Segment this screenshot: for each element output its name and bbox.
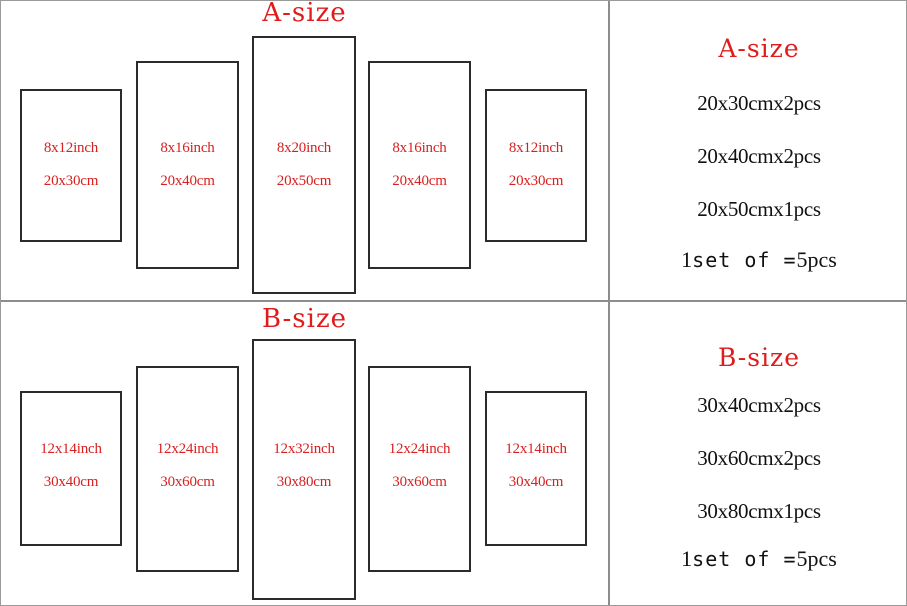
legend-line: 30x60cmx2pcs [697, 446, 821, 470]
panel-label-cm: 30x40cm [508, 474, 564, 490]
canvas-panel: 8x20inch 20x50cm [252, 36, 356, 294]
panel-label-group: 12x14inch 30x40cm [16, 439, 126, 493]
panel-label-group: 8x12inch 20x30cm [16, 138, 126, 192]
legend-line: 20x30cmx2pcs [697, 91, 821, 115]
panel-label-cm: 20x30cm [43, 173, 99, 189]
diagram-title-a: A-size [262, 0, 347, 28]
legend-total-suffix: 5pcs [796, 247, 837, 272]
panel-label-group: 12x24inch 30x60cm [132, 439, 243, 493]
legend-total-suffix: 5pcs [796, 546, 837, 571]
panel-label-inch: 12x24inch [156, 441, 219, 457]
legend-title-a: A-size [718, 34, 800, 63]
panel-diagram-b: B-size 12x14inch 30x40cm 12x24inch 30x60… [1, 302, 608, 605]
canvas-panel: 8x16inch 20x40cm [368, 61, 471, 269]
legend-total-mono: set of = [692, 248, 797, 272]
legend-title-b: B-size [717, 343, 801, 372]
canvas-panel: 8x12inch 20x30cm [20, 89, 122, 242]
panel-label-cm: 20x40cm [392, 173, 447, 189]
panel-label-inch: 8x12inch [508, 140, 564, 156]
legend-total-prefix: 1 [681, 546, 693, 571]
legend-line: 30x40cmx2pcs [697, 393, 821, 417]
panel-label-cm: 30x80cm [276, 474, 332, 490]
panel-label-inch: 12x32inch [273, 441, 335, 457]
panel-label-cm: 30x40cm [43, 474, 99, 490]
legend-total-mono: set of = [692, 547, 797, 571]
panel-diagram-a: A-size 8x12inch 20x30cm 8x16inch 20x40cm… [1, 1, 608, 300]
panel-label-cm: 30x60cm [160, 474, 215, 490]
canvas-panel: 12x14inch 30x40cm [485, 391, 587, 546]
panel-label-group: 12x24inch 30x60cm [364, 439, 475, 493]
canvas-panel: 12x32inch 30x80cm [252, 339, 356, 600]
canvas-panel: 8x16inch 20x40cm [136, 61, 239, 269]
panel-label-cm: 20x50cm [276, 173, 332, 189]
panel-label-group: 8x20inch 20x50cm [248, 138, 360, 192]
vertical-divider [608, 1, 610, 605]
legend-set-total: 1set of =5pcs [610, 247, 906, 273]
legend-pane-a: A-size 20x30cmx2pcs 20x40cmx2pcs 20x50cm… [610, 1, 906, 300]
panel-label-inch: 12x14inch [40, 441, 102, 457]
legend-line: 20x40cmx2pcs [697, 144, 821, 168]
diagram-title-b: B-size [261, 304, 348, 334]
panel-label-inch: 8x20inch [276, 140, 332, 156]
legend-line: 20x50cmx1pcs [697, 197, 821, 221]
panel-label-cm: 20x40cm [160, 173, 215, 189]
canvas-panel: 12x14inch 30x40cm [20, 391, 122, 546]
legend-pane-b: B-size 30x40cmx2pcs 30x60cmx2pcs 30x80cm… [610, 302, 906, 605]
panel-label-inch: 8x16inch [160, 140, 215, 156]
horizontal-divider [1, 300, 906, 302]
panel-label-group: 12x14inch 30x40cm [481, 439, 591, 493]
canvas-panel: 12x24inch 30x60cm [368, 366, 471, 572]
panel-label-cm: 20x30cm [508, 173, 564, 189]
panel-label-inch: 8x16inch [392, 140, 447, 156]
panel-label-group: 12x32inch 30x80cm [248, 439, 360, 493]
canvas-panel: 8x12inch 20x30cm [485, 89, 587, 242]
panel-label-cm: 30x60cm [392, 474, 447, 490]
canvas-panel: 12x24inch 30x60cm [136, 366, 239, 572]
legend-set-total: 1set of =5pcs [610, 546, 906, 572]
legend-line: 30x80cmx1pcs [697, 499, 821, 523]
panel-label-group: 8x16inch 20x40cm [364, 138, 475, 192]
panel-label-inch: 12x14inch [505, 441, 567, 457]
panel-label-inch: 8x12inch [43, 140, 99, 156]
panel-label-group: 8x16inch 20x40cm [132, 138, 243, 192]
panel-label-inch: 12x24inch [388, 441, 451, 457]
legend-total-prefix: 1 [681, 247, 693, 272]
panel-label-group: 8x12inch 20x30cm [481, 138, 591, 192]
